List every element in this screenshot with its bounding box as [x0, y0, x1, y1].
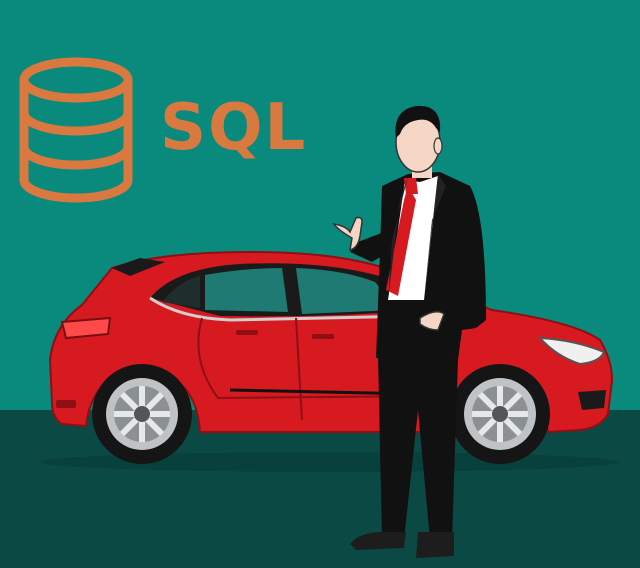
businessman-hair — [395, 105, 441, 138]
businessman-trousers — [378, 356, 458, 540]
businessman-shoe — [350, 532, 406, 550]
car-spoiler — [112, 258, 165, 276]
car-front-window — [296, 268, 398, 314]
car-grille — [578, 390, 606, 410]
car — [40, 250, 620, 472]
sql-logo-text: SQL — [160, 91, 308, 165]
car-door-handle — [312, 334, 334, 339]
car-rear-wheel — [92, 364, 192, 464]
car-rear-quarter-window — [162, 276, 200, 308]
database-icon — [19, 57, 133, 203]
businessman-shoe — [416, 532, 454, 558]
car-rear-window — [205, 268, 288, 312]
car-rear-reflector — [56, 400, 76, 408]
car-side-crease — [197, 317, 441, 400]
businessman-pocket-hand — [419, 311, 445, 331]
businessman-tie — [386, 186, 416, 296]
car-chrome-trim — [149, 296, 421, 322]
businessman-hand — [332, 216, 363, 252]
businessman-ear — [433, 137, 443, 155]
businessman — [332, 105, 486, 558]
car-door-handle — [236, 330, 258, 335]
car-tail-light — [60, 316, 112, 340]
car-door-line — [295, 317, 303, 421]
car-front-wheel — [450, 364, 550, 464]
car-head-light — [537, 336, 606, 366]
businessman-lapel — [424, 174, 446, 300]
businessman-tie-knot — [404, 178, 418, 194]
